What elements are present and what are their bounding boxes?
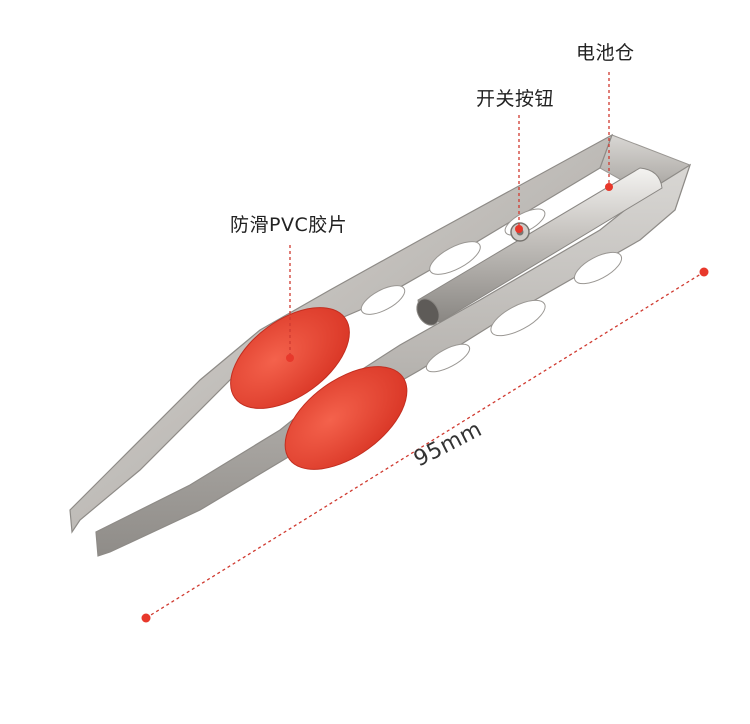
annotation-lines [145,72,705,619]
annotation-dots [141,183,709,623]
upper-hole-1 [429,241,481,275]
upper-hole-3 [360,285,406,315]
pvc-dot [286,354,294,362]
switch-dot [515,225,523,233]
length-line [145,271,705,619]
pvc-pad-lower [284,366,408,470]
lower-hole-3 [425,343,471,373]
lower-hole-2 [573,251,623,285]
length-dot-end [699,267,709,277]
tweezers-body [69,133,692,557]
lower-hole-1 [490,299,546,337]
battery-dot [605,183,613,191]
battery-compartment-label: 电池仓 [576,42,635,64]
light-end [416,298,440,326]
pvc-pad-label: 防滑PVC胶片 [230,214,348,236]
switch-button-label: 开关按钮 [476,88,555,110]
length-dot-start [141,613,151,623]
